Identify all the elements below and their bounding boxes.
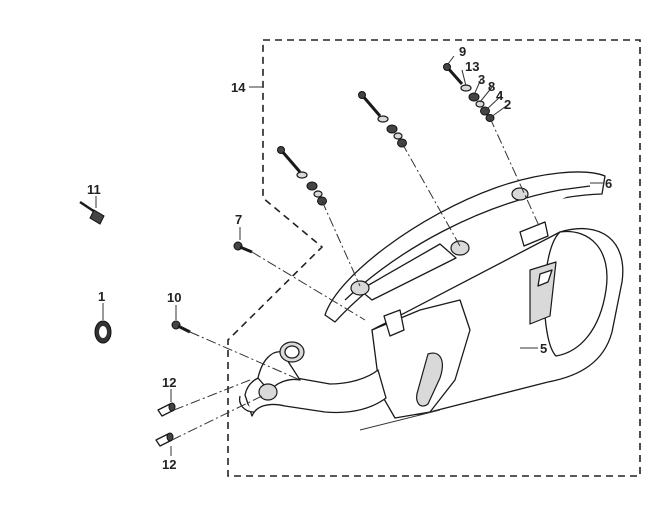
part-1-gasket bbox=[94, 320, 112, 344]
leader-lines bbox=[95, 55, 603, 456]
callout-11: 11 bbox=[87, 182, 101, 197]
muffler-body bbox=[371, 227, 624, 419]
callout-12-lower: 12 bbox=[162, 457, 176, 472]
callout-9: 9 bbox=[459, 44, 466, 59]
callout-10: 10 bbox=[167, 290, 181, 305]
alignment-lines bbox=[171, 117, 541, 441]
callout-6: 6 bbox=[605, 176, 612, 191]
assembly-boundary bbox=[227, 39, 641, 477]
callout-labels: 1 2 3 4 5 6 7 8 9 10 11 12 12 13 14 bbox=[87, 44, 612, 472]
callout-4: 4 bbox=[496, 88, 504, 103]
callout-14: 14 bbox=[231, 80, 246, 95]
part-7-bolt bbox=[233, 241, 253, 254]
callout-13: 13 bbox=[465, 59, 479, 74]
callout-2: 2 bbox=[504, 97, 511, 112]
hardware-stack-left bbox=[277, 146, 327, 206]
callout-7: 7 bbox=[235, 212, 242, 227]
part-10-bolt bbox=[171, 320, 191, 334]
part-12-stud-lower bbox=[155, 432, 174, 447]
callout-3: 3 bbox=[478, 72, 485, 87]
part-12-stud-upper bbox=[157, 402, 176, 417]
callout-12-upper: 12 bbox=[162, 375, 176, 390]
hardware-stack-middle bbox=[358, 91, 407, 148]
exhaust-pipe bbox=[238, 341, 387, 417]
callout-1: 1 bbox=[98, 289, 105, 304]
callout-5: 5 bbox=[540, 341, 547, 356]
muffler-bracket bbox=[324, 171, 606, 323]
part-11-sensor bbox=[79, 200, 105, 225]
callout-8: 8 bbox=[488, 79, 495, 94]
